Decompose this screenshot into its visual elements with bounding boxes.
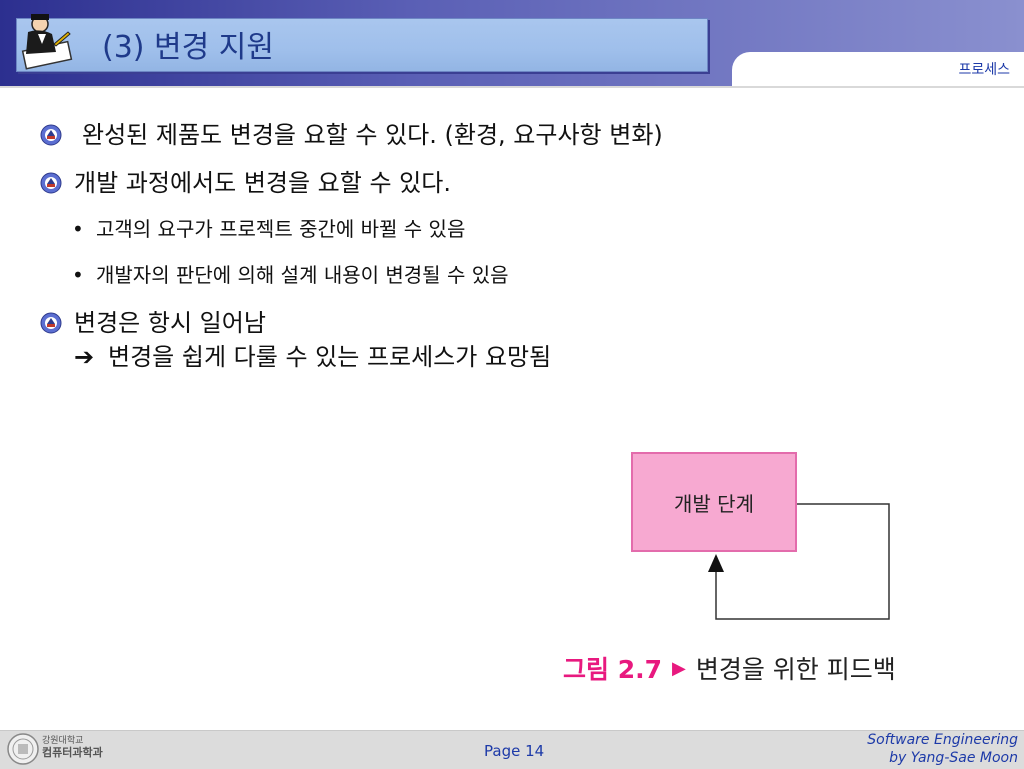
bullet-text-continued: 변경을 쉽게 다룰 수 있는 프로세스가 요망됨 (108, 343, 552, 371)
development-stage-box: 개발 단계 (631, 452, 797, 552)
university-seal-icon (7, 733, 39, 765)
feedback-loop-arrow (708, 503, 890, 620)
bullet-text-group: 변경은 항시 일어남 ➔ 변경을 쉽게 다룰 수 있는 프로세스가 요망됨 (70, 306, 980, 374)
department-logo-text: 강원대학교 컴퓨터과학과 (42, 735, 103, 759)
header-tab (732, 52, 1024, 86)
sub-bullet-text: 고객의 요구가 프로젝트 중간에 바뀔 수 있음 (96, 217, 466, 241)
sub-bullet-item: • 개발자의 판단에 의해 설계 내용이 변경될 수 있음 (72, 260, 980, 290)
right-arrow-icon: ➔ (74, 343, 95, 371)
bullet-text: 변경은 항시 일어남 (74, 309, 266, 337)
slide-title: (3) 변경 지원 (102, 30, 274, 65)
dot-bullet-icon: • (72, 263, 84, 287)
dot-bullet-icon: • (72, 217, 84, 241)
emblem-bullet-icon (40, 306, 70, 340)
writer-clipart-icon (21, 14, 73, 70)
department-name: 컴퓨터과학과 (42, 746, 103, 759)
header-divider (0, 86, 1024, 88)
emblem-bullet-icon (40, 118, 70, 152)
university-name: 강원대학교 (42, 736, 84, 746)
footer-bar (0, 730, 1024, 769)
title-box (16, 18, 708, 72)
sub-bullet-text: 개발자의 판단에 의해 설계 내용이 변경될 수 있음 (96, 263, 509, 287)
figure-number: 그림 2.7 (563, 655, 662, 684)
footer-credit: Software Engineering by Yang-Sae Moon (867, 731, 1018, 767)
emblem-bullet-icon (40, 166, 70, 200)
bullet-item: 변경은 항시 일어남 ➔ 변경을 쉽게 다룰 수 있는 프로세스가 요망됨 (40, 306, 980, 374)
figure-caption-text: 변경을 위한 피드백 (695, 655, 896, 684)
page-number: Page 14 (484, 742, 545, 760)
section-label: 프로세스 (958, 62, 1010, 78)
author-name: by Yang-Sae Moon (889, 750, 1018, 766)
bullet-item: 완성된 제품도 변경을 요할 수 있다. (환경, 요구사항 변화) (40, 118, 980, 152)
bullet-item: 개발 과정에서도 변경을 요할 수 있다. (40, 166, 980, 200)
triangle-right-icon: ▶ (672, 657, 686, 679)
bullet-text: 개발 과정에서도 변경을 요할 수 있다. (74, 169, 451, 197)
course-name: Software Engineering (867, 732, 1018, 748)
bullet-text: 완성된 제품도 변경을 요할 수 있다. (환경, 요구사항 변화) (82, 121, 663, 149)
sub-bullet-item: • 고객의 요구가 프로젝트 중간에 바뀔 수 있음 (72, 214, 980, 244)
figure-caption: 그림 2.7 ▶ 변경을 위한 피드백 (563, 650, 896, 686)
slide-content: 완성된 제품도 변경을 요할 수 있다. (환경, 요구사항 변화) 개발 과정… (40, 118, 980, 388)
